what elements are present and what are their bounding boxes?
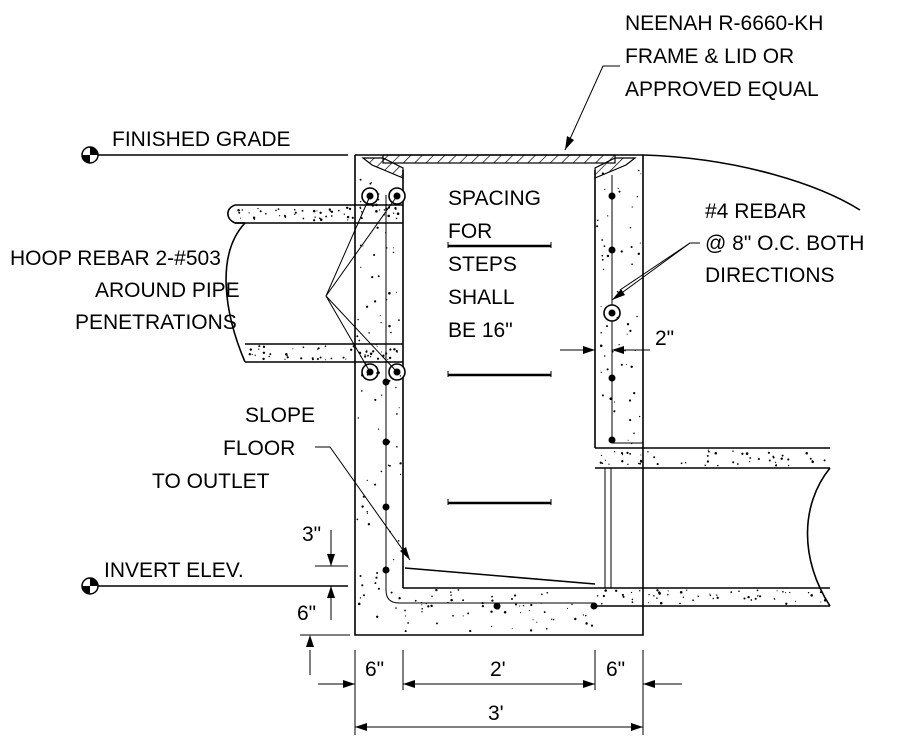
hoop-leader-3 bbox=[325, 295, 371, 373]
upper-pipe-break bbox=[227, 204, 236, 224]
dimensions: 2" 3" 6" 6" bbox=[297, 327, 682, 735]
outlet-pipe bbox=[595, 447, 831, 607]
step-3 bbox=[447, 499, 552, 505]
frame-leader bbox=[564, 65, 620, 151]
dim-drop-3in: 3" bbox=[302, 523, 348, 587]
upper-pipe-wall bbox=[235, 204, 403, 224]
manhole-steps bbox=[447, 242, 552, 505]
finished-grade: FINISHED GRADE bbox=[81, 128, 861, 211]
dim-horizontal: 6" 2' 6" 3' bbox=[318, 650, 682, 735]
frame-left bbox=[361, 157, 404, 179]
step-2 bbox=[447, 371, 552, 377]
outer-wall-outline bbox=[354, 155, 644, 636]
dim-3in-text: 3" bbox=[302, 523, 321, 546]
outlet-pipe-break bbox=[806, 467, 831, 607]
ground-surface-curve bbox=[642, 154, 861, 211]
manhole-structure bbox=[354, 154, 644, 636]
spacing-label-line4: SHALL bbox=[448, 286, 515, 309]
lower-pipe-break bbox=[225, 222, 246, 363]
spacing-label-line5: BE 16" bbox=[448, 319, 513, 342]
slope-leader bbox=[315, 446, 411, 561]
dim-3ft-text: 3' bbox=[488, 702, 504, 725]
dim-right-wall-text: 6" bbox=[606, 658, 625, 681]
outlet-pipe-walls bbox=[595, 447, 830, 607]
frame-label-line2: FRAME & LID OR bbox=[625, 45, 794, 68]
spacing-label-line1: SPACING bbox=[448, 187, 541, 210]
rebar4-leader-2 bbox=[619, 242, 691, 291]
grade-target-icon bbox=[81, 146, 99, 164]
hoop-label-line1: HOOP REBAR 2-#503 bbox=[10, 247, 221, 270]
dim-cover-2in: 2" bbox=[560, 327, 674, 354]
spacing-label-line3: STEPS bbox=[448, 253, 517, 276]
rebar4-label-line1: #4 REBAR bbox=[705, 200, 807, 223]
hoop-leader-4 bbox=[325, 295, 398, 373]
invert-elevation: INVERT ELEV. bbox=[81, 559, 348, 595]
slope-label-line2: FLOOR bbox=[223, 437, 295, 460]
dim-2in-text: 2" bbox=[655, 327, 674, 350]
frame-and-lid bbox=[361, 154, 637, 179]
invert-target-icon bbox=[81, 577, 99, 595]
hoop-label-line2: AROUND PIPE bbox=[95, 279, 240, 302]
dim-2ft-text: 2' bbox=[490, 658, 506, 681]
inlet-pipes bbox=[225, 204, 403, 363]
rebar4-label-line3: DIRECTIONS bbox=[705, 264, 835, 287]
rebar4-label-line2: @ 8" O.C. BOTH bbox=[705, 232, 864, 255]
hoop-leader-2 bbox=[325, 195, 398, 297]
hoop-leader-1 bbox=[325, 195, 371, 297]
rebar4-leader-1 bbox=[611, 242, 700, 301]
dim-slab-6in: 6" bbox=[297, 586, 350, 675]
floor-rebar-line bbox=[385, 589, 595, 604]
leaders bbox=[315, 65, 700, 561]
spacing-label-line2: FOR bbox=[448, 220, 492, 243]
frame-right bbox=[594, 157, 637, 179]
invert-elev-label: INVERT ELEV. bbox=[104, 559, 244, 582]
dim-left-wall-text: 6" bbox=[365, 658, 384, 681]
slope-label-line3: TO OUTLET bbox=[152, 470, 270, 493]
step-1 bbox=[447, 242, 552, 248]
rebar bbox=[361, 175, 643, 610]
slope-label-line1: SLOPE bbox=[245, 404, 315, 427]
frame-label-line1: NEENAH R-6660-KH bbox=[625, 12, 823, 35]
finished-grade-label: FINISHED GRADE bbox=[112, 128, 291, 151]
lid-hatch bbox=[382, 154, 616, 164]
frame-label-line3: APPROVED EQUAL bbox=[625, 78, 819, 101]
dim-slab-6in-text: 6" bbox=[297, 602, 316, 625]
callout-text: NEENAH R-6660-KH FRAME & LID OR APPROVED… bbox=[10, 12, 864, 493]
sloped-floor-line bbox=[404, 567, 596, 585]
hoop-label-line3: PENETRATIONS bbox=[75, 311, 237, 334]
rebar-4-callout-bar bbox=[603, 304, 621, 322]
